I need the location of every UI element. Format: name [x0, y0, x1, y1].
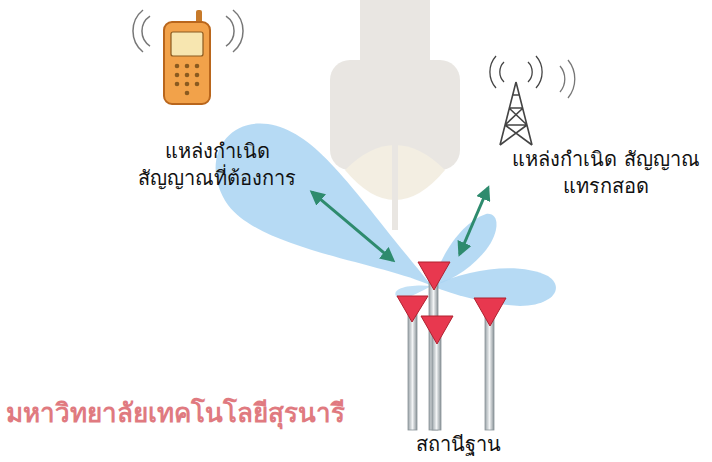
signal-source: แหล่งกำเนิด สัญญาณที่ต้องการ: [122, 4, 312, 198]
interference-source: แหล่งกำเนิด สัญญาณแทรกสอด: [488, 66, 706, 202]
signal-arrow: [460, 188, 488, 254]
mobile-phone-icon: [133, 10, 243, 104]
node-label: แหล่งกำเนิด สัญญาณแทรกสอด: [512, 146, 700, 200]
watermark-text: มหาวิทยาลัยเทคโนโลยีสุรนารี: [6, 392, 345, 433]
interference-tower-icon: [490, 56, 575, 145]
base-station: สถานีฐาน: [393, 254, 523, 460]
node-label: สถานีฐาน: [393, 431, 523, 458]
signal-arrow: [312, 192, 393, 260]
antenna-array: [397, 262, 506, 430]
node-label: แหล่งกำเนิด สัญญาณที่ต้องการ: [130, 138, 304, 192]
